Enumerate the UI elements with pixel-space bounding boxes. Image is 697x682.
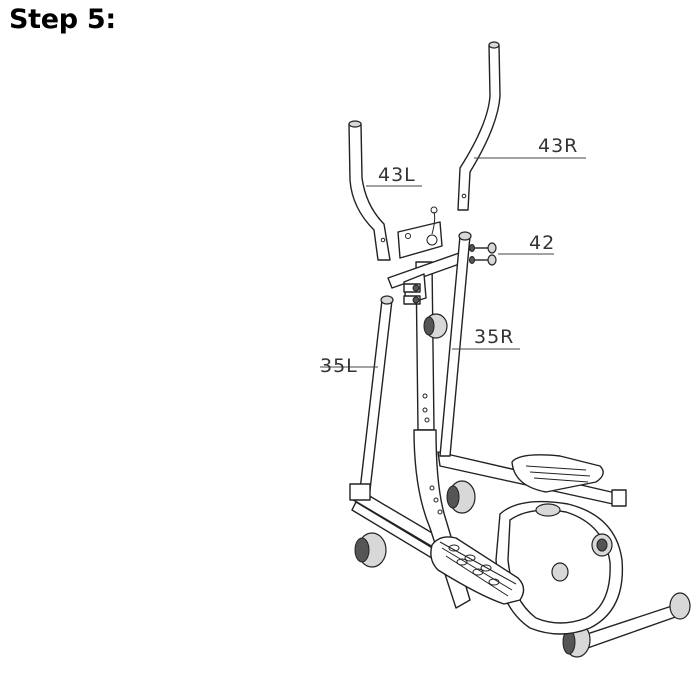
label-43L: 43L (378, 164, 416, 186)
step-title: Step 5: (9, 4, 116, 35)
upper-handlebar-43L (348, 120, 391, 261)
upper-handlebar-43R (457, 41, 501, 211)
lower-handlebar-35R (439, 231, 472, 457)
label-35R: 35R (474, 326, 514, 348)
label-42: 42 (529, 232, 555, 254)
label-43R: 43R (538, 135, 578, 157)
leader-lines (320, 157, 586, 368)
lower-handlebar-35L (349, 283, 421, 501)
bolts-42 (469, 242, 497, 266)
flywheel-housing (495, 500, 624, 635)
left-pedal (430, 536, 525, 605)
label-35L: 35L (320, 355, 358, 377)
right-pedal-arm (437, 451, 627, 507)
